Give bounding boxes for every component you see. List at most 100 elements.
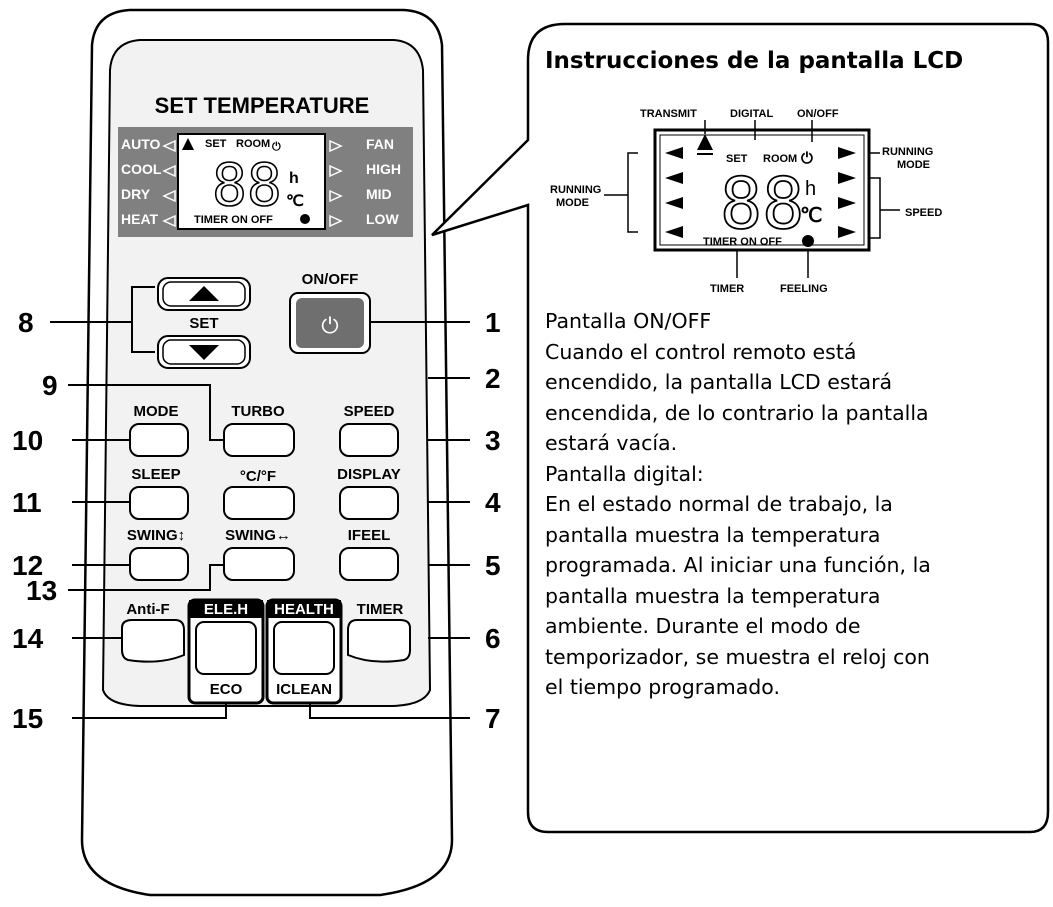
iclean-label: ICLEAN: [276, 681, 332, 698]
eco-label: ECO: [210, 681, 243, 698]
label-digital: DIGITAL: [730, 108, 773, 120]
label-running-mode-right: RUNNING: [882, 146, 933, 158]
paragraph-line: encendida, de lo contrario la pantalla: [545, 400, 929, 425]
button-row-3: SWING↕ SWING↔ IFEEL: [127, 527, 390, 544]
health-label: HEALTH: [274, 601, 334, 618]
panel-lcd-room: ROOM: [763, 153, 797, 165]
remote-lcd-timer-on-off: TIMER ON OFF: [194, 214, 273, 226]
antif-label: Anti-F: [126, 601, 169, 618]
paragraph-line: encendido, la pantalla LCD estará: [545, 370, 893, 394]
panel-lcd-labels: TRANSMIT DIGITAL ON/OFF RUNNING MODE RUN…: [550, 108, 942, 295]
callout-numbers: 1 2 3 4 5 6 7 8 9 10 11 12 13 14 15: [12, 307, 501, 734]
lcd-mode-cool: COOL: [121, 161, 162, 177]
panel-lcd-digits: 88: [720, 163, 804, 245]
cf-label: °C/°F: [240, 468, 276, 485]
lcd-speed-mid: MID: [366, 186, 392, 202]
remote-lcd-c: ℃: [286, 193, 304, 210]
eleh-label: ELE.H: [204, 601, 248, 618]
panel-title: Instrucciones de la pantalla LCD: [545, 48, 964, 74]
paragraph-line: ambiente. Durante el modo de: [545, 614, 861, 638]
panel-lcd-c: ℃: [800, 205, 822, 227]
antif-button[interactable]: [121, 619, 185, 663]
paragraph-line: pantalla muestra la temperatura: [545, 522, 881, 547]
paragraph-line: pantalla muestra la temperatura: [545, 583, 881, 608]
swing-h-label: SWING↔: [225, 527, 291, 544]
display-button[interactable]: [339, 486, 399, 520]
mode-label: MODE: [134, 403, 179, 420]
health-iclean-button[interactable]: [273, 621, 335, 675]
lcd-mode-dry: DRY: [121, 186, 151, 202]
panel-description: Pantalla ON/OFF Cuando el control remoto…: [545, 306, 1050, 703]
turbo-label: TURBO: [231, 403, 285, 420]
sleep-label: SLEEP: [131, 466, 180, 483]
button-row-4: Anti-F TIMER: [126, 601, 403, 618]
mode-button[interactable]: [129, 423, 189, 457]
callout-8: 8: [18, 307, 34, 338]
callout-9: 9: [42, 370, 58, 401]
remote-lcd-feeling-icon: [300, 214, 310, 224]
timer-button[interactable]: [347, 619, 411, 663]
label-transmit: TRANSMIT: [640, 108, 697, 120]
label-feeling: FEELING: [780, 283, 828, 295]
remote-lcd-set: SET: [205, 138, 227, 150]
remote-lcd-power-icon: ⏻: [272, 140, 281, 153]
cf-button[interactable]: [223, 486, 295, 520]
speed-label: SPEED: [344, 403, 395, 420]
set-down-button[interactable]: [157, 335, 251, 369]
paragraph-line: En el estado normal de trabajo, la: [545, 492, 893, 516]
paragraph-line: Cuando el control remoto está: [545, 339, 857, 364]
remote-lcd-screen: [177, 133, 326, 230]
label-speed: SPEED: [905, 207, 942, 219]
callout-14: 14: [12, 623, 44, 654]
label-running-mode-left-2: MODE: [556, 197, 589, 209]
lcd-speed-low: LOW: [366, 211, 399, 227]
remote-lcd-transmit-icon: [182, 138, 194, 150]
panel-lcd-power-icon: ⏻: [801, 150, 813, 167]
paragraph-line: programada. Al iniciar una función, la: [545, 553, 931, 577]
health-header: [267, 600, 341, 618]
lcd-mode-auto: AUTO: [121, 136, 161, 152]
label-timer: TIMER: [710, 283, 744, 295]
remote-lcd-modes: AUTO COOL DRY HEAT FAN HIGH MID LOW: [121, 136, 401, 227]
callout-11: 11: [12, 487, 42, 518]
label-running-mode-left: RUNNING: [550, 184, 601, 196]
callout-4: 4: [485, 487, 501, 518]
set-up-button[interactable]: [157, 277, 251, 311]
timer-label: TIMER: [357, 601, 404, 618]
label-running-mode-right-2: MODE: [897, 159, 930, 171]
arrow-down-icon: [189, 345, 219, 360]
callout-lines: [50, 286, 470, 719]
remote-header: SET TEMPERATURE: [155, 93, 370, 118]
display-label: DISPLAY: [337, 466, 401, 483]
lcd-mode-heat: HEAT: [121, 211, 159, 227]
paragraph-line: Pantalla digital:: [545, 461, 704, 486]
sleep-button[interactable]: [129, 486, 189, 520]
eleh-eco-button[interactable]: [195, 621, 257, 675]
lcd-speed-fan: FAN: [366, 136, 394, 152]
callout-10: 10: [12, 425, 43, 456]
arrow-up-icon: [189, 286, 219, 301]
swing-h-button[interactable]: [223, 547, 295, 581]
speed-button[interactable]: [339, 423, 399, 457]
set-label: SET: [189, 315, 218, 332]
ifeel-button[interactable]: [339, 547, 399, 581]
power-button[interactable]: ⏻: [289, 292, 371, 354]
callout-2: 2: [485, 363, 501, 394]
paragraph-line: el tiempo programado.: [545, 675, 780, 699]
swing-v-button[interactable]: [129, 547, 189, 581]
label-onoff: ON/OFF: [797, 108, 839, 120]
callout-7: 7: [485, 703, 501, 734]
panel-lcd-set: SET: [726, 153, 748, 165]
callout-1: 1: [485, 307, 501, 338]
panel-lcd-h: h: [805, 178, 816, 200]
button-row-2: SLEEP °C/°F DISPLAY: [131, 466, 400, 485]
turbo-button[interactable]: [223, 423, 295, 457]
instructions-panel: [431, 22, 1050, 834]
paragraph-line: estará vacía.: [545, 431, 678, 455]
eleh-header: [189, 600, 263, 618]
callout-6: 6: [485, 623, 501, 654]
power-icon: ⏻: [321, 313, 338, 338]
remote-lcd-arrows: [162, 139, 343, 228]
callout-12: 12: [12, 550, 43, 581]
